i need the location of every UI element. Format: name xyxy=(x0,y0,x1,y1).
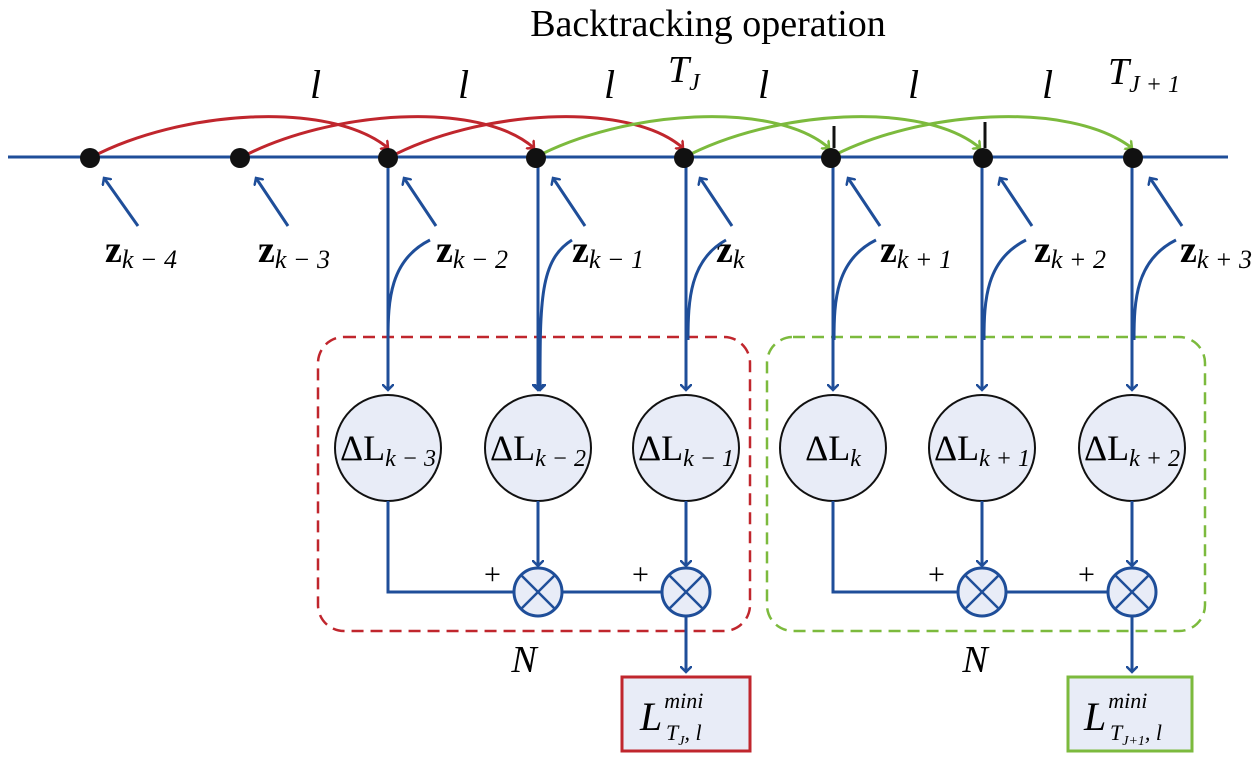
plus-sign-4: + xyxy=(1078,558,1095,591)
time-node-8 xyxy=(1123,148,1143,168)
measurement-arrow-8 xyxy=(1150,178,1184,227)
time-node-1 xyxy=(80,148,100,168)
diagram-title: Backtracking operation xyxy=(530,3,886,45)
window-box-red xyxy=(316,335,752,633)
output-sub-2: TJ+1, l xyxy=(1110,720,1162,749)
delta-label-4: ΔLk xyxy=(805,428,861,472)
measurement-label-7: zk + 2 xyxy=(1034,229,1106,274)
measurement-arrow-2 xyxy=(256,178,290,227)
feed-curve-1 xyxy=(386,238,431,341)
time-node-7 xyxy=(973,148,993,168)
sum-node-4 xyxy=(1106,566,1158,618)
delta-label-5: ΔLk + 1 xyxy=(934,428,1030,472)
arc-red-3 xyxy=(387,115,683,160)
window-box-green xyxy=(765,335,1207,633)
measurement-arrow-3 xyxy=(404,178,438,227)
step-label-6: l xyxy=(1042,62,1053,107)
feed-curve-3 xyxy=(686,238,727,341)
arc-green-2 xyxy=(682,115,980,160)
time-node-5 xyxy=(674,148,694,168)
sum-wire-3 xyxy=(831,501,958,594)
sum-node-3 xyxy=(956,566,1008,618)
time-node-3 xyxy=(378,148,398,168)
measurement-arrow-1 xyxy=(104,178,140,227)
feed-curve-6 xyxy=(1132,238,1177,341)
arc-green-1 xyxy=(533,115,829,160)
time-node-6 xyxy=(821,148,841,168)
measurement-label-1: zk − 4 xyxy=(105,229,177,274)
window-label-2: N xyxy=(961,639,990,681)
measurement-arrow-6 xyxy=(848,178,882,227)
plus-sign-3: + xyxy=(928,558,945,591)
step-label-2: l xyxy=(458,62,469,107)
arc-red-2 xyxy=(239,115,534,160)
measurement-label-3: zk − 2 xyxy=(436,229,508,274)
delta-label-2: ΔLk − 2 xyxy=(490,428,586,472)
step-label-4: l xyxy=(758,62,769,107)
measurement-arrow-7 xyxy=(1000,178,1034,227)
time-node-4 xyxy=(526,148,546,168)
delta-label-3: ΔLk − 1 xyxy=(638,428,734,472)
time-node-2 xyxy=(230,148,250,168)
feed-curve-5 xyxy=(982,238,1027,341)
sum-wire-1 xyxy=(386,501,514,594)
measurement-label-2: zk − 3 xyxy=(258,229,330,274)
measurement-arrow-4 xyxy=(553,178,587,227)
measurement-label-8: zk + 3 xyxy=(1180,229,1252,274)
sum-node-1 xyxy=(512,566,564,618)
boundary-label-tj: TJ xyxy=(668,49,701,96)
plus-sign-2: + xyxy=(632,558,649,591)
output-label-1: Lmini xyxy=(639,688,703,739)
delta-label-6: ΔLk + 2 xyxy=(1084,428,1180,472)
sum-node-2 xyxy=(660,566,712,618)
step-label-1: l xyxy=(310,62,321,107)
measurement-label-6: zk + 1 xyxy=(880,229,952,274)
output-label-2: Lmini xyxy=(1083,688,1147,739)
measurement-arrow-5 xyxy=(700,178,734,227)
feed-curve-2 xyxy=(540,238,573,390)
output-box-2 xyxy=(1066,675,1194,753)
output-box-1 xyxy=(620,675,752,753)
measurement-label-4: zk − 1 xyxy=(572,229,644,274)
window-label-1: N xyxy=(510,639,539,681)
delta-label-1: ΔLk − 3 xyxy=(340,428,436,472)
boundary-label-tj1: TJ + 1 xyxy=(1108,51,1180,98)
plus-sign-1: + xyxy=(484,558,501,591)
arc-red-1 xyxy=(89,115,388,160)
arc-green-3 xyxy=(828,115,1132,160)
step-label-5: l xyxy=(908,62,919,107)
step-label-3: l xyxy=(604,62,615,107)
output-sub-1: TJ, l xyxy=(666,720,702,749)
feed-curve-4 xyxy=(832,238,877,341)
measurement-label-5: zk xyxy=(716,229,745,274)
